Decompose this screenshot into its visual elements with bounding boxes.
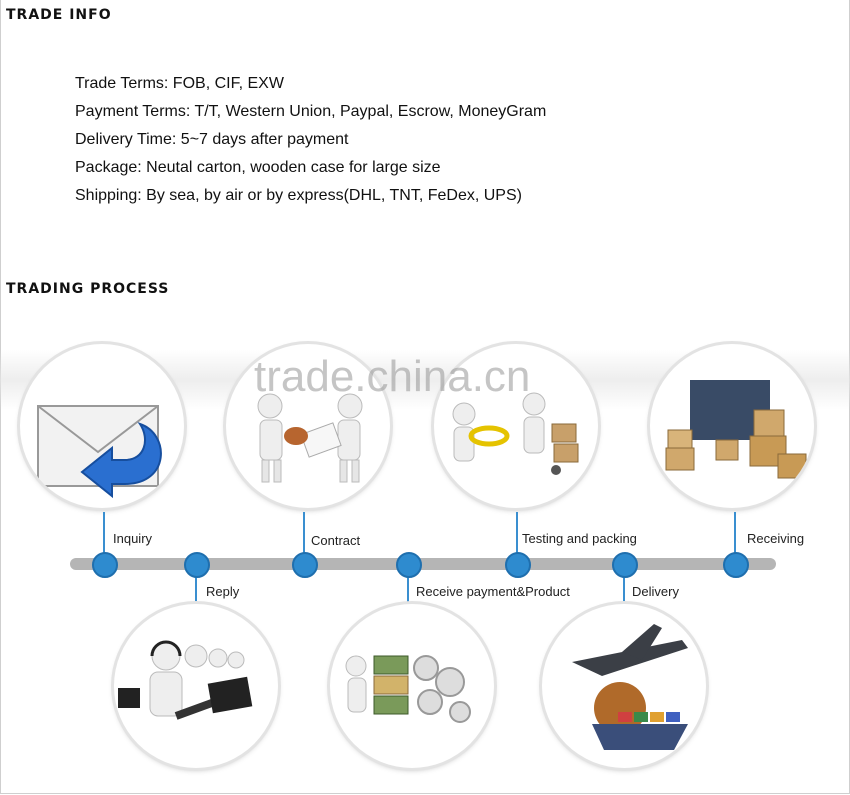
timeline-dot-reply (184, 552, 210, 578)
watermark-text: trade.china.cn (254, 352, 531, 401)
warehouse-boxes-icon (665, 380, 807, 479)
shipping-line: Shipping: By sea, by air or by express(D… (75, 187, 522, 204)
delivery-circle (542, 604, 706, 768)
contract-circle (226, 344, 390, 508)
step-label-receiving: Receiving (747, 531, 805, 546)
contract-figures-icon (257, 393, 363, 483)
testing-packing-icon (452, 392, 579, 475)
step-label-receive-payment: Receive payment&Product (416, 584, 570, 599)
timeline-dot-contract (292, 552, 318, 578)
payment-terms-line: Payment Terms: T/T, Western Union, Paypa… (75, 103, 547, 120)
step-label-contract: Contract (311, 533, 361, 548)
testing-packing-circle (434, 344, 598, 508)
stem-inquiry (103, 512, 105, 554)
envelope-reply-icon (37, 405, 162, 499)
timeline-dot-inquiry (92, 552, 118, 578)
stem-delivery (623, 574, 625, 606)
money-gears-icon (345, 655, 471, 723)
stem-contract (303, 512, 305, 554)
trade-terms-list: Trade Terms: FOB, CIF, EXW Payment Terms… (75, 70, 546, 210)
step-label-delivery: Delivery (632, 584, 679, 599)
stem-testing (516, 512, 518, 554)
timeline-dot-delivery (612, 552, 638, 578)
timeline-dot-receiving (723, 552, 749, 578)
timeline-dot-receive-payment (396, 552, 422, 578)
reply-circle (114, 604, 278, 768)
trade-info-title: TRADE INFO (6, 7, 112, 23)
stem-reply (195, 574, 197, 606)
stem-receive-payment (407, 574, 409, 606)
stem-receiving (734, 512, 736, 554)
inquiry-circle (20, 344, 184, 508)
trading-process-title: TRADING PROCESS (6, 281, 170, 297)
step-label-testing: Testing and packing (522, 531, 637, 546)
step-label-reply: Reply (206, 584, 240, 599)
call-center-icon (118, 640, 253, 720)
process-timeline (70, 558, 776, 570)
receiving-circle (650, 344, 814, 508)
trade-terms-line: Trade Terms: FOB, CIF, EXW (75, 75, 284, 92)
timeline-dot-testing (505, 552, 531, 578)
plane-ship-globe-icon (572, 624, 688, 750)
package-line: Package: Neutal carton, wooden case for … (75, 159, 441, 176)
step-label-inquiry: Inquiry (113, 531, 153, 546)
delivery-time-line: Delivery Time: 5~7 days after payment (75, 131, 349, 148)
receive-payment-circle (330, 604, 494, 768)
